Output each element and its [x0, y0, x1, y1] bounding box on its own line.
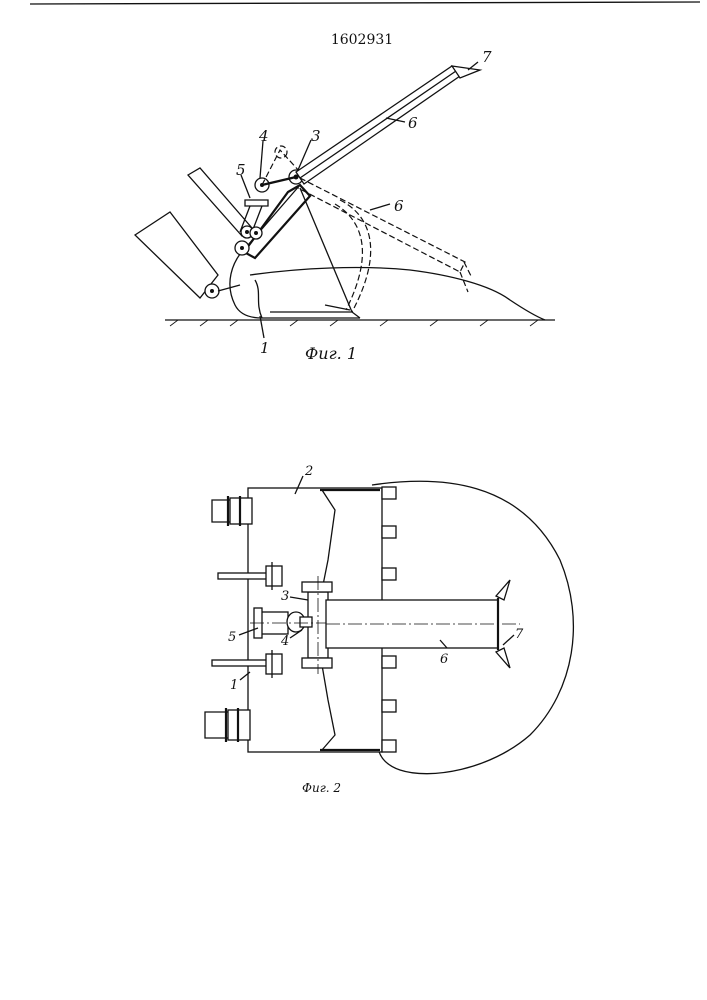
fig1-label-5: 5 — [236, 161, 246, 179]
fig2-label-4: 4 — [280, 634, 289, 649]
fig2-label-5: 5 — [228, 630, 236, 645]
fig2-label-3: 3 — [281, 589, 289, 604]
fig2-label-7: 7 — [515, 627, 524, 642]
fig2-label-1: 1 — [230, 678, 238, 693]
figure-2: 2 3 5 4 1 6 7 Фиг. 2 — [205, 464, 573, 795]
fig1-caption: Фиг. 1 — [305, 344, 357, 363]
fig1-label-3: 3 — [311, 127, 321, 145]
fig2-label-6: 6 — [440, 652, 448, 667]
fig1-label-6-raised: 6 — [408, 114, 418, 132]
fig1-label-6-lowered: 6 — [394, 197, 404, 215]
fig2-caption: Фиг. 2 — [302, 781, 341, 795]
sheet-top-border — [30, 2, 700, 4]
patent-number: 1602931 — [331, 32, 393, 48]
fig1-label-1: 1 — [260, 339, 270, 357]
figure-1: 4 3 5 6 6 7 1 Фиг. 1 — [135, 48, 555, 363]
fig1-label-7: 7 — [482, 48, 492, 66]
excavator-arm — [135, 212, 240, 298]
fig1-label-4: 4 — [258, 127, 269, 145]
boom-6-raised — [296, 66, 460, 184]
ground-line — [165, 320, 555, 326]
boom-6-plan — [326, 600, 520, 648]
fig2-label-2: 2 — [304, 464, 313, 479]
